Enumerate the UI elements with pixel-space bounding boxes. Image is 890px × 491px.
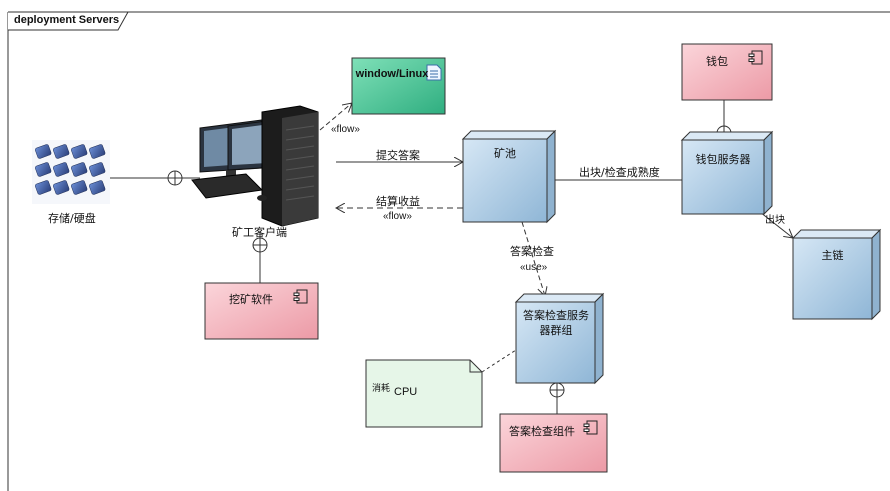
note-link	[481, 349, 517, 373]
diagram-title: deployment Servers	[14, 14, 120, 26]
component-check[interactable]	[499, 413, 608, 473]
component-wallet[interactable]	[681, 43, 773, 101]
pool-checkgroup-arrow	[521, 221, 545, 296]
node-main-chain[interactable]	[791, 228, 882, 321]
note-text: CPU	[394, 386, 418, 398]
component-icon	[748, 50, 763, 65]
component-mining-software[interactable]	[204, 282, 319, 340]
component-wallet-label: 钱包	[706, 55, 728, 68]
answer-check-label: 答案检查	[510, 245, 554, 258]
node-check-group[interactable]	[514, 292, 605, 385]
submit-answer-label: 提交答案	[376, 149, 420, 162]
note-prefix: 消耗	[372, 384, 391, 394]
node-main-chain-label: 主链	[821, 249, 844, 262]
client-computer-icon	[191, 105, 319, 227]
storage-label: 存储/硬盘	[48, 212, 96, 225]
storage-disks-icon	[32, 140, 110, 204]
artifact-window-linux[interactable]	[351, 57, 446, 115]
flow-os-label: «flow»	[331, 124, 360, 135]
document-icon	[426, 64, 442, 81]
client-label: 矿工客户端	[232, 226, 287, 239]
flow-os-arrow	[319, 103, 352, 131]
component-icon	[583, 420, 598, 435]
block-label: 出块	[765, 215, 785, 226]
node-check-group-label: 答案检查服务器群组	[523, 309, 589, 337]
settle-income-label: 结算收益	[376, 195, 420, 208]
flow-return-label: «flow»	[383, 211, 412, 222]
node-wallet-server[interactable]	[680, 130, 774, 216]
node-wallet-server-label: 钱包服务器	[695, 153, 751, 166]
artifact-window-linux-label: window/Linux	[355, 68, 429, 80]
node-pool-label: 矿池	[494, 147, 516, 160]
component-icon	[293, 289, 308, 304]
block-check-label: 出块/检查成熟度	[579, 166, 660, 179]
walletserver-mainchain-arrow	[759, 211, 793, 238]
diagram-frame	[7, 11, 890, 491]
use-label: «use»	[520, 262, 548, 273]
node-pool[interactable]	[461, 129, 557, 224]
component-mining-software-label: 挖矿软件	[229, 293, 273, 306]
note-cpu[interactable]	[365, 359, 483, 428]
component-check-label: 答案检查组件	[509, 425, 575, 438]
